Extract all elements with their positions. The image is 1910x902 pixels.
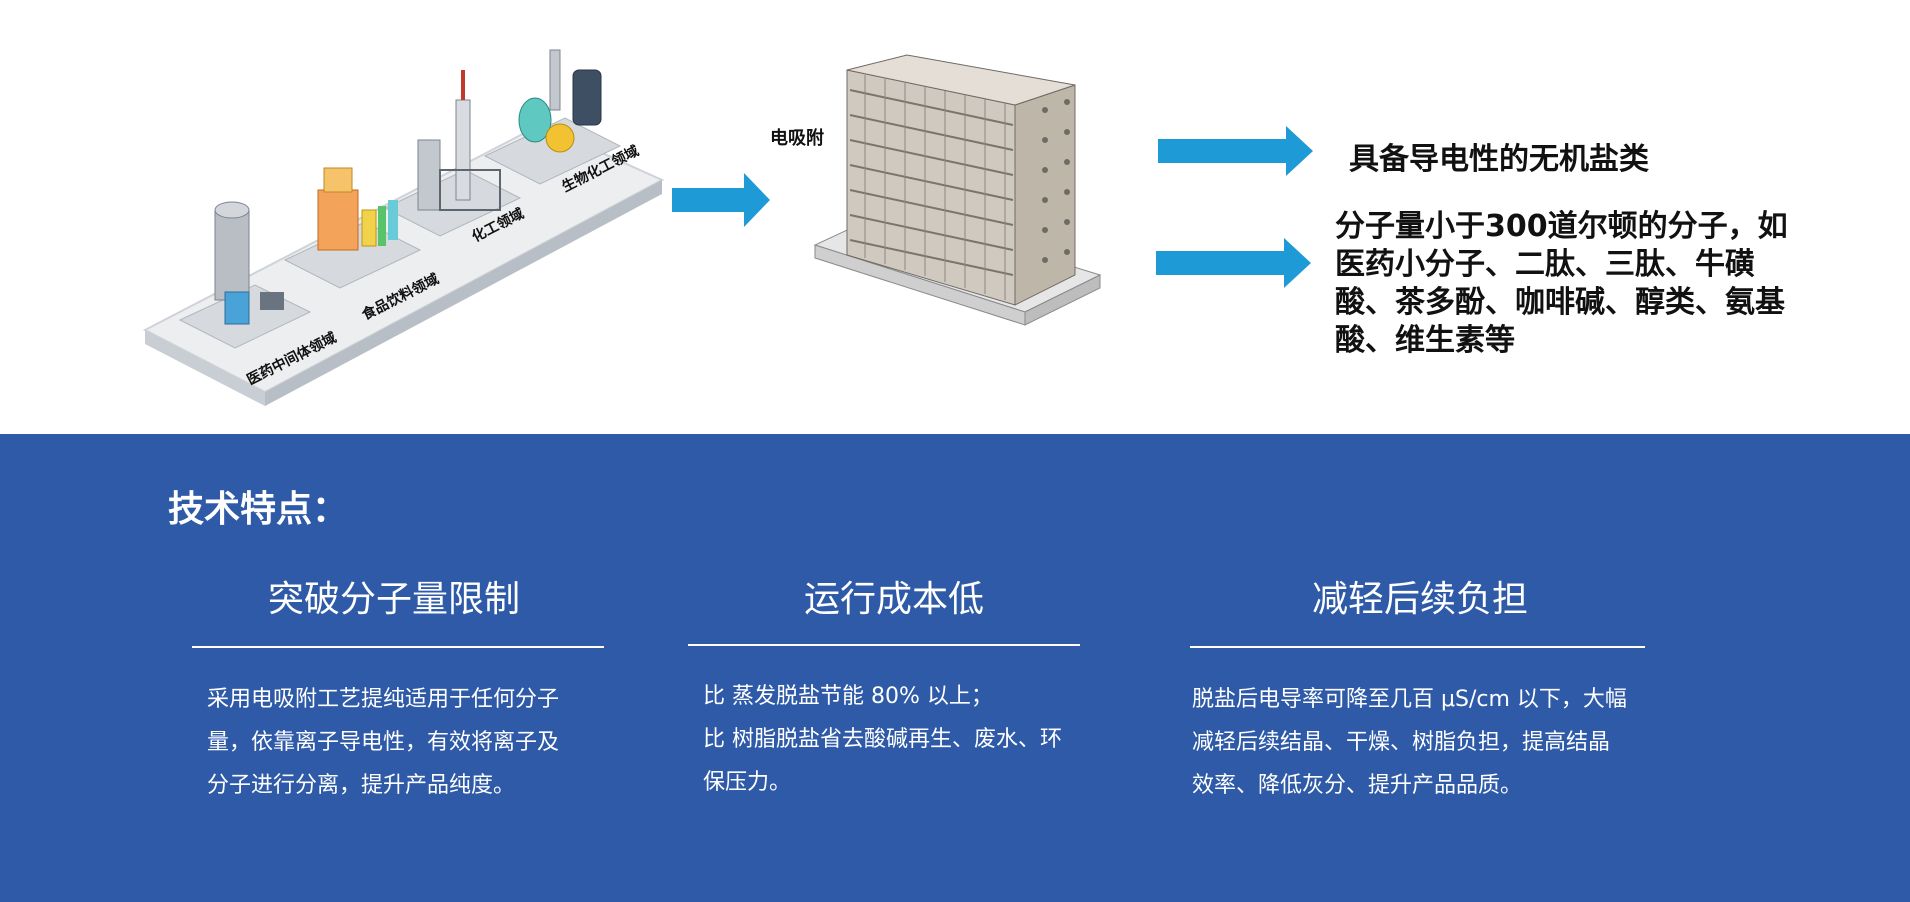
- feature-text-line: 保压力。: [703, 770, 792, 795]
- divider: [192, 646, 604, 648]
- feature-title: 减轻后续负担: [1312, 579, 1529, 620]
- features-heading: 技术特点：: [168, 489, 349, 530]
- feature-text-line: 脱盐后电导率可降至几百 μS/cm 以下，大幅: [1192, 687, 1627, 712]
- feature-title: 运行成本低: [804, 579, 985, 620]
- feature-text-line: 采用电吸附工艺提纯适用于任何分子: [207, 687, 560, 712]
- feature-description: 比 蒸发脱盐节能 80% 以上； 比 树脂脱盐省去酸碱再生、废水、环 保压力。: [703, 675, 1123, 804]
- arrow-right-icon: [1156, 238, 1311, 288]
- electro-adsorption-device-illustration: [813, 54, 1102, 326]
- arrow-right-icon: [1158, 126, 1313, 176]
- feature-description: 脱盐后电导率可降至几百 μS/cm 以下，大幅 减轻后续结晶、干燥、树脂负担，提…: [1192, 678, 1672, 807]
- arrow-right-icon: [672, 173, 770, 227]
- feature-text-line: 量，依靠离子导电性，有效将离子及: [207, 730, 560, 755]
- divider: [1190, 646, 1645, 648]
- feature-text-line: 效率、降低灰分、提升产品品质。: [1192, 773, 1523, 798]
- feature-text-line: 比 树脂脱盐省去酸碱再生、废水、环: [703, 727, 1062, 752]
- feature-text-line: 分子进行分离，提升产品纯度。: [207, 773, 516, 798]
- process-label: 电吸附: [770, 128, 824, 149]
- top-illustration-area: 医药中间体领域 食品饮料领域 化工领域 生物化工领域 电吸附: [0, 0, 1910, 434]
- divider: [688, 644, 1080, 646]
- features-section: [0, 434, 1910, 902]
- industry-applications-illustration: 医药中间体领域 食品饮料领域 化工领域 生物化工领域: [142, 49, 665, 406]
- feature-text-line: 减轻后续结晶、干燥、树脂负担，提高结晶: [1192, 730, 1611, 755]
- feature-description: 采用电吸附工艺提纯适用于任何分子 量，依靠离子导电性，有效将离子及 分子进行分离…: [207, 678, 627, 807]
- output-inorganic-salts: 具备导电性的无机盐类: [1349, 142, 1649, 177]
- output-small-molecules: 分子量小于300道尔顿的分子，如医药小分子、二肽、三肽、牛磺酸、茶多酚、咖啡碱、…: [1335, 209, 1788, 358]
- feature-text-line: 比 蒸发脱盐节能 80% 以上；: [703, 684, 993, 709]
- feature-title: 突破分子量限制: [268, 579, 521, 620]
